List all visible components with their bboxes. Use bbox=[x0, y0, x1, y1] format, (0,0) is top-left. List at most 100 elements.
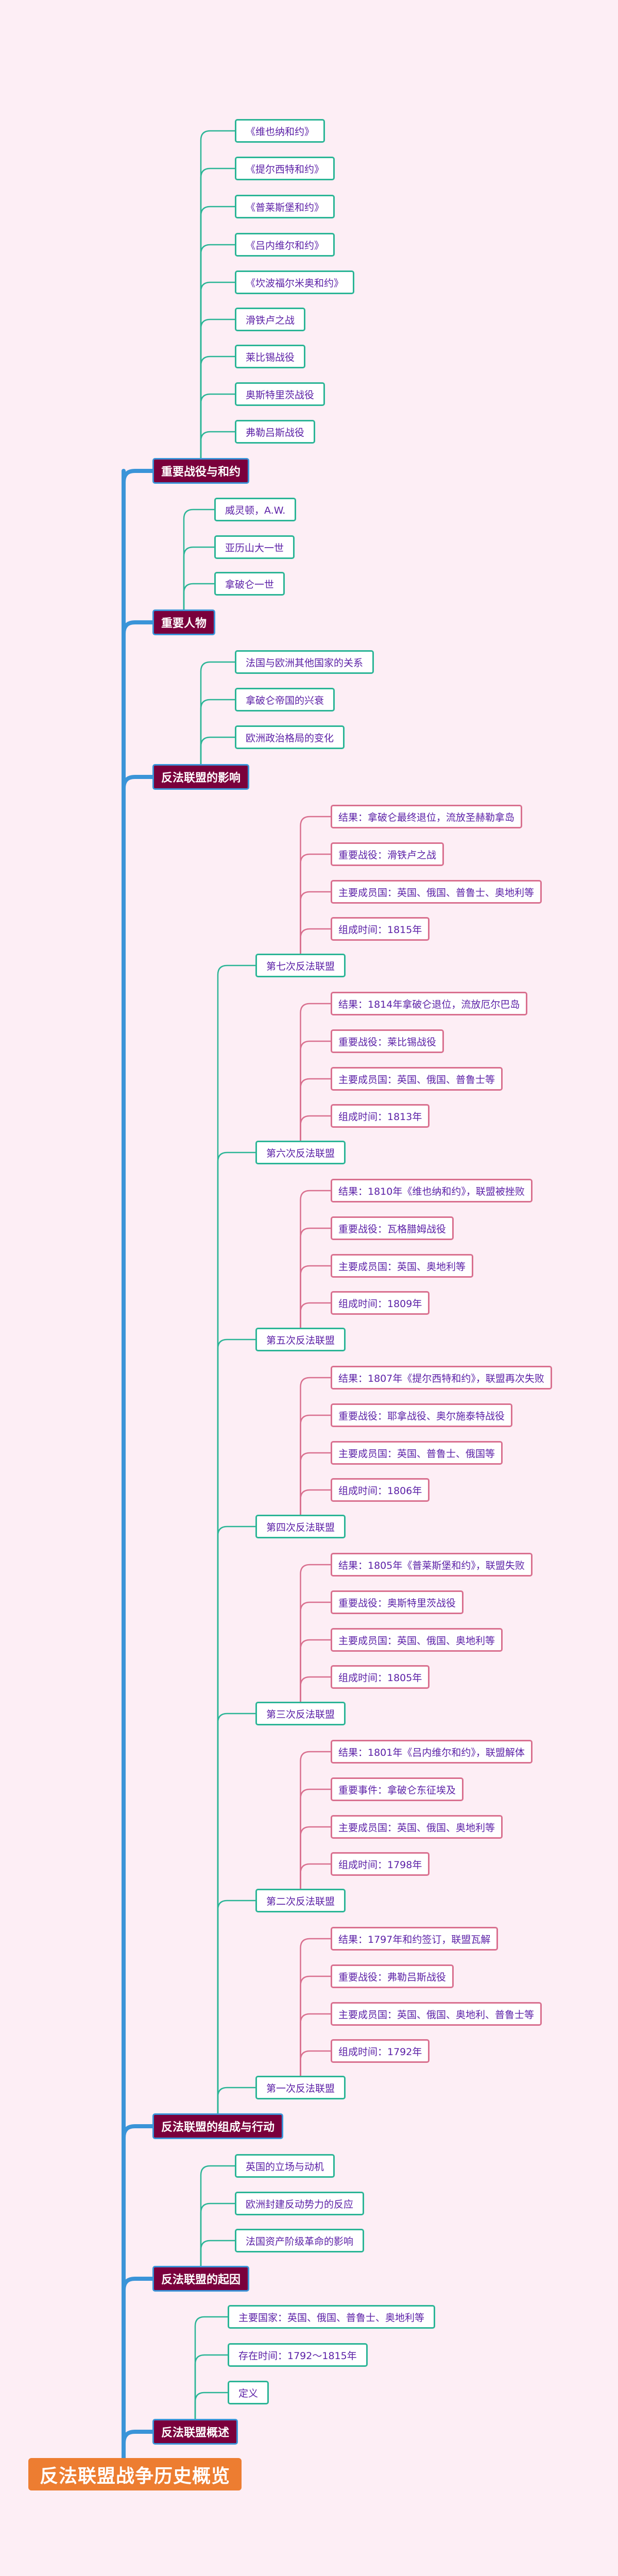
coalition-detail[interactable]: 组成时间：1809年 bbox=[331, 1291, 430, 1315]
leaf-topic[interactable]: 法国资产阶级革命的影响 bbox=[235, 2229, 365, 2252]
leaf-topic[interactable]: 《维也纳和约》 bbox=[235, 119, 325, 143]
coalition-detail[interactable]: 重要事件：拿破仑东征埃及 bbox=[331, 1777, 464, 1801]
coalition-detail[interactable]: 重要战役：莱比锡战役 bbox=[331, 1029, 444, 1053]
coalition-detail[interactable]: 组成时间：1798年 bbox=[331, 1852, 430, 1876]
detail-connector-line bbox=[300, 1489, 332, 1516]
coalition-detail[interactable]: 主要成员国：英国、俄国、奥地利等 bbox=[331, 1628, 503, 1652]
leaf-topic[interactable]: 欧洲政治格局的变化 bbox=[235, 725, 345, 749]
trunk-branch-line bbox=[122, 2430, 154, 2454]
child-connector-line bbox=[183, 583, 215, 611]
leaf-topic[interactable]: 奥斯特里茨战役 bbox=[235, 382, 325, 406]
coalition-detail[interactable]: 结果：1801年《吕内维尔和约》，联盟解体 bbox=[331, 1740, 533, 1764]
child-connector-line bbox=[200, 206, 236, 459]
branch-topic[interactable]: 重要人物 bbox=[152, 609, 216, 635]
root-topic[interactable]: 反法联盟战争历史概览 bbox=[28, 2458, 242, 2490]
child-connector-line bbox=[200, 2202, 236, 2267]
child-connector-line bbox=[200, 355, 236, 459]
coalition-detail[interactable]: 组成时间：1806年 bbox=[331, 1478, 430, 1502]
child-connector-line bbox=[200, 2240, 236, 2267]
child-connector-line bbox=[217, 1151, 256, 2114]
child-connector-line bbox=[217, 1713, 256, 2114]
coalition-detail[interactable]: 重要战役：耶拿战役、奥尔施泰特战役 bbox=[331, 1403, 513, 1427]
child-connector-line bbox=[200, 318, 236, 459]
leaf-topic[interactable]: 主要国家：英国、俄国、普鲁士、奥地利等 bbox=[228, 2305, 436, 2329]
coalition-topic[interactable]: 第五次反法联盟 bbox=[255, 1328, 346, 1351]
detail-connector-line bbox=[300, 891, 332, 955]
trunk-branch-line bbox=[122, 775, 154, 800]
branch-topic[interactable]: 反法联盟概述 bbox=[152, 2419, 238, 2445]
child-connector-line bbox=[200, 130, 236, 459]
detail-connector-line bbox=[300, 1302, 332, 1329]
coalition-topic[interactable]: 第一次反法联盟 bbox=[255, 2076, 346, 2099]
child-connector-line bbox=[200, 281, 236, 459]
coalition-detail[interactable]: 组成时间：1805年 bbox=[331, 1665, 430, 1689]
leaf-topic[interactable]: 《坎波福尔米奥和约》 bbox=[235, 270, 355, 294]
coalition-detail[interactable]: 主要成员国：英国、奥地利等 bbox=[331, 1254, 474, 1278]
coalition-topic[interactable]: 第四次反法联盟 bbox=[255, 1515, 346, 1538]
detail-connector-line bbox=[300, 1414, 332, 1516]
leaf-topic[interactable]: 定义 bbox=[228, 2381, 269, 2404]
detail-connector-line bbox=[300, 1826, 332, 1890]
leaf-topic[interactable]: 法国与欧洲其他国家的关系 bbox=[235, 650, 374, 674]
coalition-topic[interactable]: 第六次反法联盟 bbox=[255, 1141, 346, 1164]
detail-connector-line bbox=[300, 1003, 332, 1142]
leaf-topic[interactable]: 《普莱斯堡和约》 bbox=[235, 195, 335, 218]
detail-connector-line bbox=[300, 1788, 332, 1890]
leaf-topic[interactable]: 滑铁卢之战 bbox=[235, 308, 306, 331]
coalition-detail[interactable]: 主要成员国：英国、俄国、普鲁士、奥地利等 bbox=[331, 880, 542, 904]
coalition-detail[interactable]: 主要成员国：英国、俄国、奥地利等 bbox=[331, 1815, 503, 1839]
child-connector-line bbox=[183, 509, 215, 611]
leaf-topic[interactable]: 《吕内维尔和约》 bbox=[235, 233, 335, 257]
child-connector-line bbox=[200, 2165, 236, 2267]
coalition-detail[interactable]: 重要战役：滑铁卢之战 bbox=[331, 842, 444, 866]
coalition-detail[interactable]: 主要成员国：英国、俄国、奥地利、普鲁士等 bbox=[331, 2002, 542, 2026]
child-connector-line bbox=[217, 2087, 256, 2114]
detail-connector-line bbox=[300, 1863, 332, 1890]
detail-connector-line bbox=[300, 1601, 332, 1703]
detail-connector-line bbox=[300, 1676, 332, 1703]
leaf-topic[interactable]: 威灵顿，A.W. bbox=[214, 498, 297, 521]
detail-connector-line bbox=[300, 1040, 332, 1142]
leaf-topic[interactable]: 存在时间：1792～1815年 bbox=[228, 2343, 368, 2367]
branch-topic[interactable]: 反法联盟的影响 bbox=[152, 764, 250, 790]
leaf-topic[interactable]: 拿破仑帝国的兴衰 bbox=[235, 688, 335, 711]
coalition-detail[interactable]: 结果：1814年拿破仑退位，流放厄尔巴岛 bbox=[331, 992, 528, 1015]
coalition-detail[interactable]: 结果：1805年《普莱斯堡和约》，联盟失败 bbox=[331, 1553, 533, 1577]
leaf-topic[interactable]: 拿破仑一世 bbox=[214, 572, 285, 596]
coalition-topic[interactable]: 第二次反法联盟 bbox=[255, 1889, 346, 1912]
detail-connector-line bbox=[300, 1975, 332, 2077]
coalition-detail[interactable]: 结果：1797年和约签订，联盟瓦解 bbox=[331, 1927, 499, 1951]
coalition-detail[interactable]: 结果：1807年《提尔西特和约》，联盟再次失败 bbox=[331, 1366, 552, 1389]
coalition-detail[interactable]: 组成时间：1813年 bbox=[331, 1104, 430, 1128]
leaf-topic[interactable]: 莱比锡战役 bbox=[235, 345, 306, 368]
coalition-detail[interactable]: 重要战役：瓦格腊姆战役 bbox=[331, 1216, 454, 1240]
leaf-topic[interactable]: 英国的立场与动机 bbox=[235, 2154, 335, 2178]
coalition-detail[interactable]: 重要战役：奥斯特里茨战役 bbox=[331, 1590, 464, 1614]
detail-connector-line bbox=[300, 1452, 332, 1516]
coalition-detail[interactable]: 重要战役：弗勒吕斯战役 bbox=[331, 1964, 454, 1988]
connector-lines bbox=[122, 130, 332, 2460]
child-connector-line bbox=[183, 546, 215, 611]
child-connector-line bbox=[200, 736, 236, 765]
coalition-topic[interactable]: 第七次反法联盟 bbox=[255, 954, 346, 977]
coalition-detail[interactable]: 主要成员国：英国、俄国、普鲁士等 bbox=[331, 1067, 503, 1091]
leaf-topic[interactable]: 弗勒吕斯战役 bbox=[235, 420, 316, 444]
branch-topic[interactable]: 重要战役与和约 bbox=[152, 458, 250, 484]
leaf-topic[interactable]: 《提尔西特和约》 bbox=[235, 157, 335, 180]
branch-topic[interactable]: 反法联盟的起因 bbox=[152, 2266, 250, 2292]
leaf-topic[interactable]: 欧洲封建反动势力的反应 bbox=[235, 2192, 365, 2215]
coalition-detail[interactable]: 结果：1810年《维也纳和约》，联盟被挫败 bbox=[331, 1179, 533, 1202]
child-connector-line bbox=[217, 964, 256, 2114]
coalition-topic[interactable]: 第三次反法联盟 bbox=[255, 1702, 346, 1725]
coalition-detail[interactable]: 结果：拿破仑最终退位，流放圣赫勒拿岛 bbox=[331, 805, 523, 828]
coalition-detail[interactable]: 组成时间：1815年 bbox=[331, 917, 430, 941]
child-connector-line bbox=[200, 393, 236, 459]
detail-connector-line bbox=[300, 1190, 332, 1329]
branch-topic[interactable]: 反法联盟的组成与行动 bbox=[152, 2113, 284, 2139]
coalition-detail[interactable]: 主要成员国：英国、普鲁士、俄国等 bbox=[331, 1441, 503, 1465]
coalition-detail[interactable]: 组成时间：1792年 bbox=[331, 2039, 430, 2063]
child-connector-line bbox=[200, 661, 236, 765]
detail-connector-line bbox=[300, 1564, 332, 1703]
leaf-topic[interactable]: 亚历山大一世 bbox=[214, 535, 295, 559]
child-connector-line bbox=[200, 431, 236, 459]
